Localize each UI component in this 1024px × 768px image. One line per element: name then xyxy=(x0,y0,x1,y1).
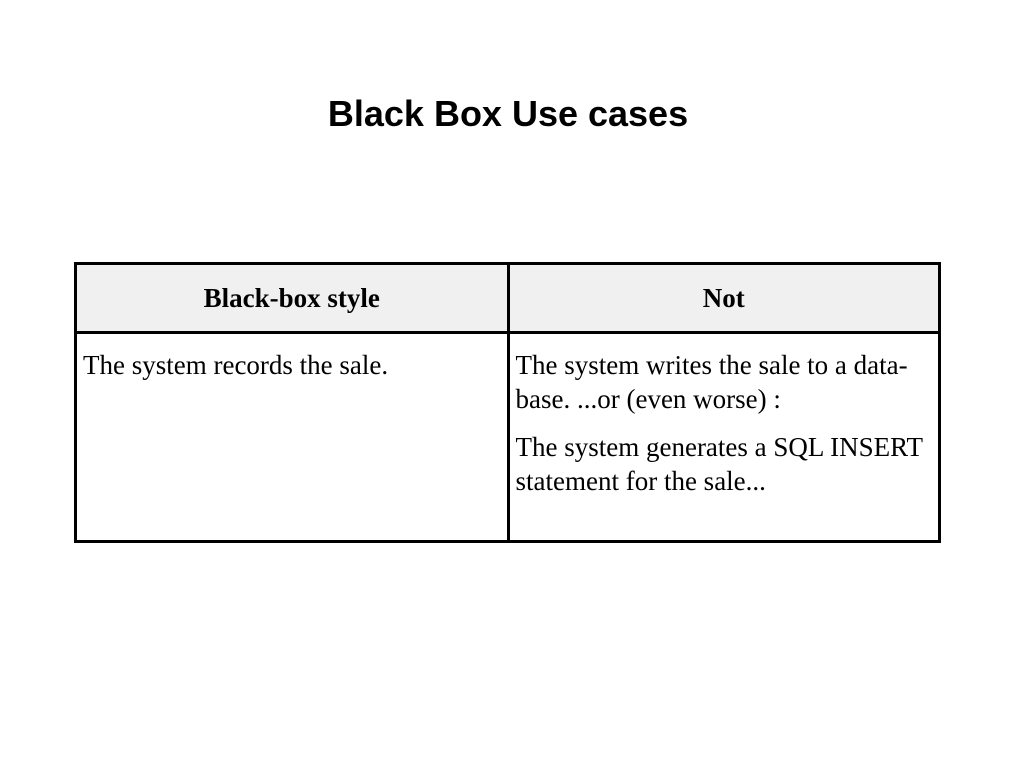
cell-black-box-example: The system records the sale. xyxy=(74,331,510,543)
cell-not-example: The system writes the sale to a data-bas… xyxy=(506,331,941,543)
header-black-box-style: Black-box style xyxy=(74,262,510,334)
header-not: Not xyxy=(506,262,941,334)
not-example-text-2: The system generates a SQL INSERT statem… xyxy=(515,432,923,496)
black-box-example-text: The system records the sale. xyxy=(83,350,389,380)
table-row: The system records the sale. The system … xyxy=(74,331,941,543)
slide-title: Black Box Use cases xyxy=(327,93,689,134)
not-example-text-1: The system writes the sale to a data-bas… xyxy=(515,350,908,414)
table-header-row: Black-box style Not xyxy=(74,262,941,334)
comparison-table: Black-box style Not The system records t… xyxy=(74,262,941,543)
